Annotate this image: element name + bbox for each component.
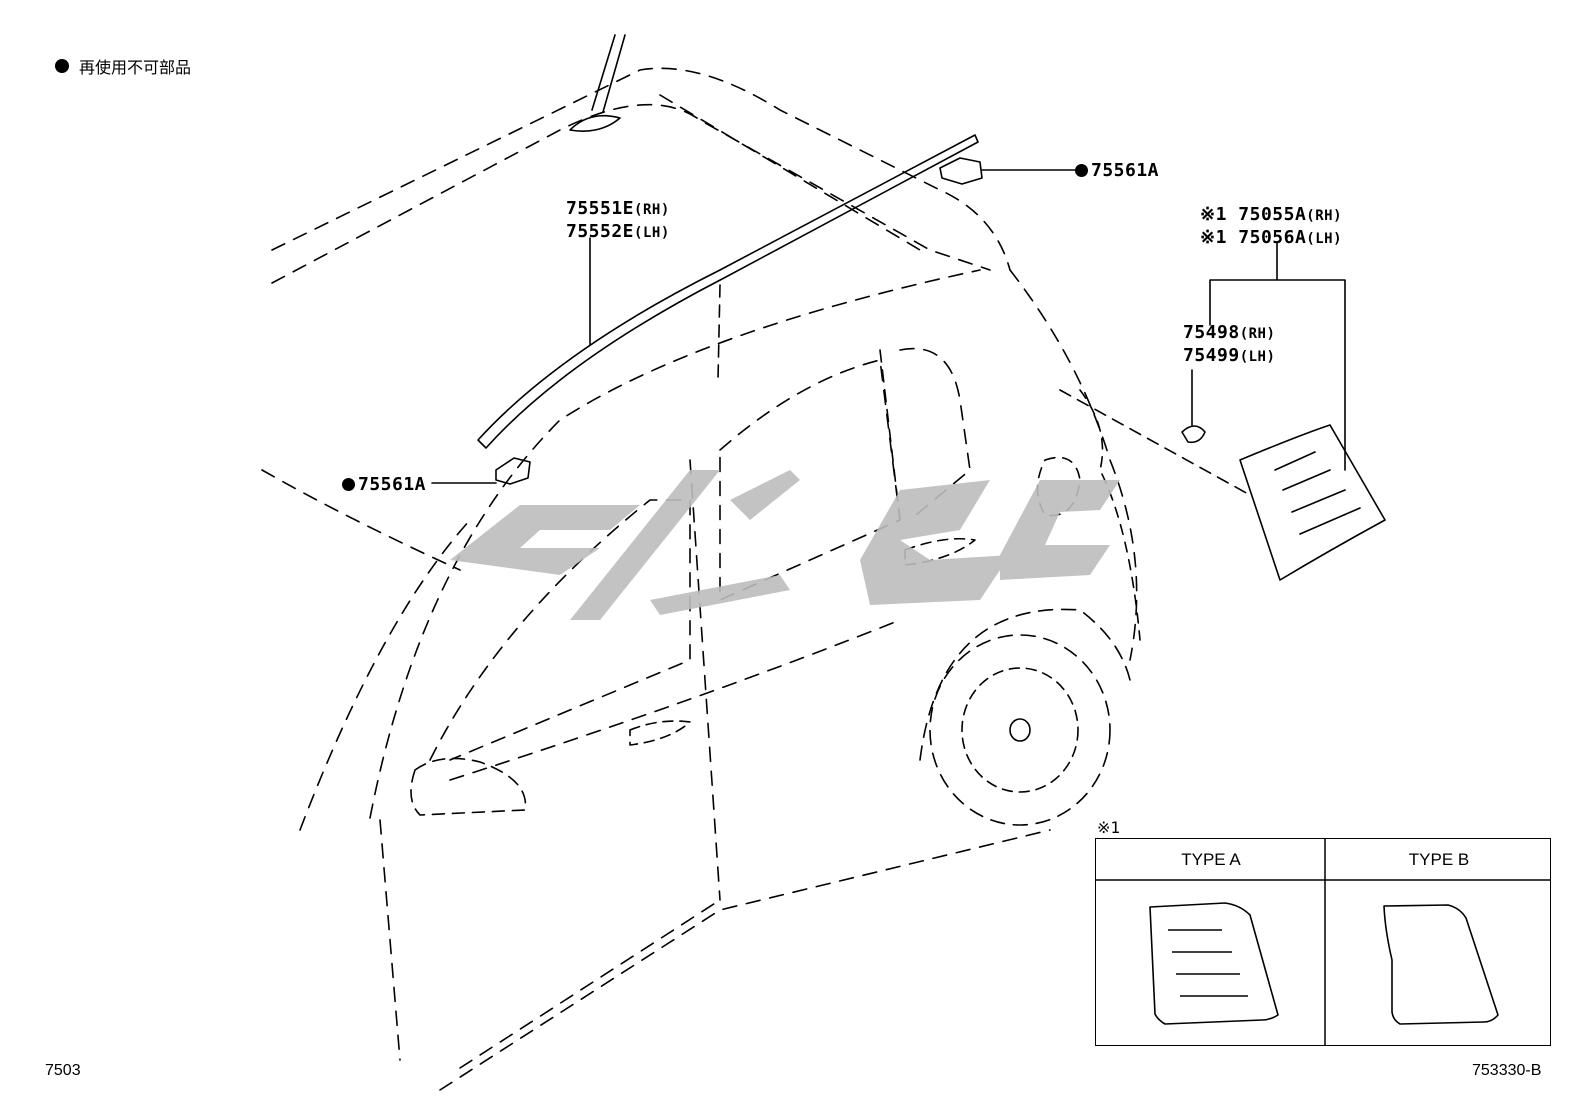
callout-garnish-clip[interactable]: 75498(RH) 75499(LH) [1183,322,1275,368]
body-line-a [261,469,461,571]
roof-center-line [659,94,921,251]
clip-top-icon [939,157,983,185]
type-b-garnish [1383,904,1499,1025]
part-number-lh: 75499 [1183,345,1240,366]
wheel-hub [1009,718,1031,742]
part-number: 75561A [1091,160,1160,181]
body-line-b [369,269,981,819]
body-line-c [299,519,471,831]
callout-roof-molding[interactable]: 75551E(RH) 75552E(LH) [566,198,670,244]
pillar-a [717,284,721,381]
rh-suffix: (RH) [1306,208,1343,224]
roof-dashed-inner [271,103,991,284]
rear-wheel-tire [929,634,1111,826]
callout-clip-top[interactable]: 75561A [1075,160,1159,181]
non-reusable-dot-icon [1075,164,1088,177]
part-number-rh: 75055A [1238,204,1307,225]
front-door-handle [629,720,691,746]
lh-suffix: (LH) [1239,349,1276,365]
garnish-slot-3 [1291,489,1346,513]
part-number: 75561A [358,474,427,495]
rear-quarter [1009,269,1138,661]
part-number-rh: 75498 [1183,322,1240,343]
non-reusable-dot-icon [55,59,69,73]
part-number-lh: 75552E [566,221,635,242]
leader-garnish-bracket [1209,242,1346,471]
rh-suffix: (RH) [1239,326,1276,342]
reuse-legend: 再使用不可部品 [55,54,191,78]
lh-suffix: (LH) [634,225,670,241]
non-reusable-dot-icon [342,478,355,491]
garnish-slot-2 [1282,469,1331,491]
inset-note-mark: ※1 [1097,818,1121,837]
note-mark: ※1 [1200,204,1227,225]
door-split [689,459,721,901]
garnish-slot-4 [1299,507,1361,535]
side-mirror [410,757,527,816]
inset-grid [1095,838,1551,1046]
lh-suffix: (LH) [1306,231,1343,247]
callout-quarter-garnish[interactable]: ※1 75055A(RH) ※1 75056A(LH) [1200,204,1342,250]
legend-text: 再使用不可部品 [79,58,192,77]
sill-line [439,829,1051,1091]
lower-body-line [449,619,901,781]
wheel-arch [919,608,1131,761]
clip-left-icon [495,457,531,485]
garnish-clip-icon [1181,425,1206,444]
rear-window [899,347,971,521]
door-window-front [429,499,691,761]
diagram-code-right: 753330-B [1472,1062,1542,1079]
antenna-icon [569,34,626,132]
type-comparison-inset: TYPE A TYPE B [1095,838,1551,1046]
watermark [450,470,1120,620]
front-edge [379,819,401,1061]
rh-suffix: (RH) [634,202,670,218]
part-number-rh: 75551E [566,198,635,219]
rear-wheel-rim [961,667,1079,793]
type-b-header: TYPE B [1408,850,1470,869]
page-code-left: 7503 [45,1062,81,1079]
part-number-lh: 75056A [1238,227,1307,248]
callout-clip-left[interactable]: 75561A [342,474,426,495]
quarter-garnish-part [1239,424,1386,581]
roof-dashed-outline [271,67,1011,271]
sill-line-2 [459,899,721,1069]
type-a-header: TYPE A [1181,850,1241,869]
rear-lamp [1079,389,1141,641]
roof-molding [477,134,979,449]
garnish-dash-link [1059,389,1251,496]
note-mark: ※1 [1200,227,1227,248]
type-a-garnish [1149,902,1279,1025]
garnish-slot-1 [1274,451,1316,471]
door-window-rear [719,359,901,601]
